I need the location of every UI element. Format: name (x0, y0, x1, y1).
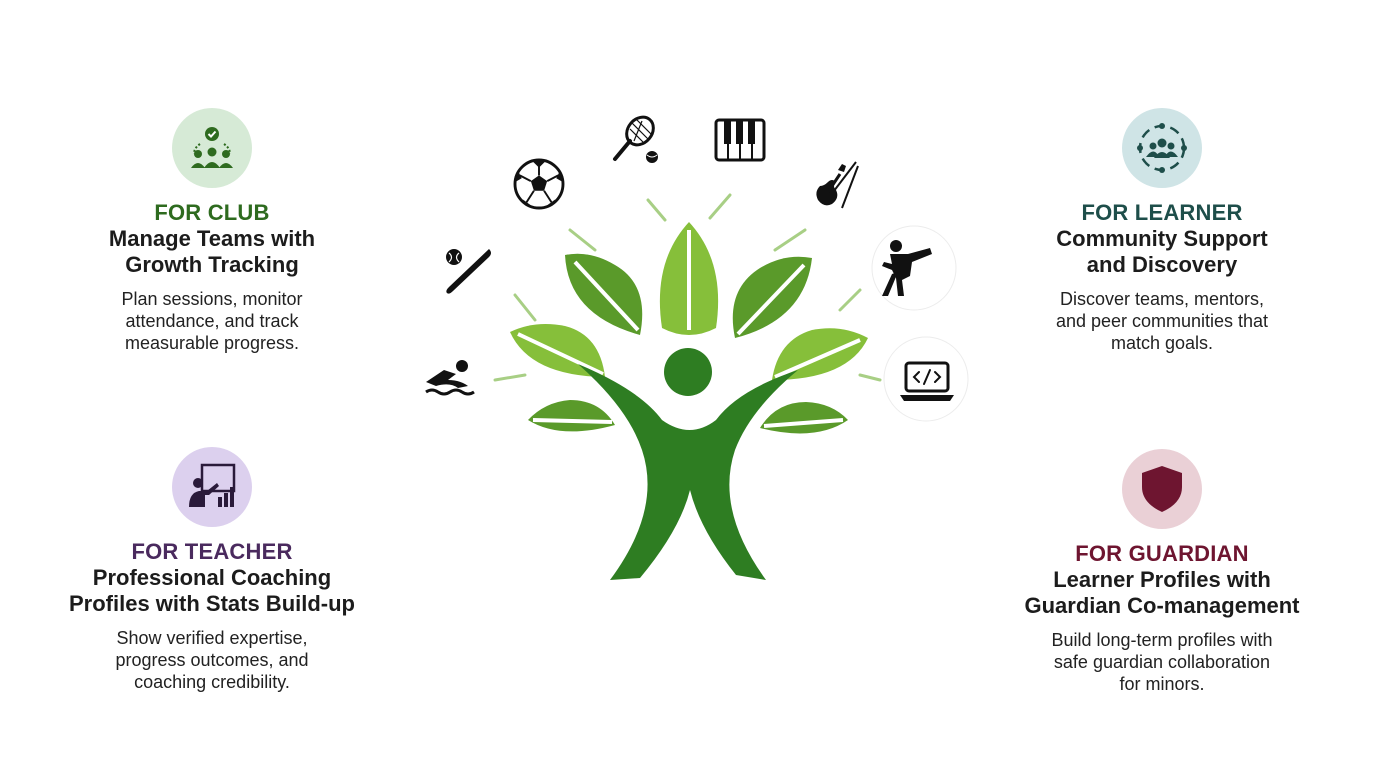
learner-card: FOR LEARNER Community Support and Discov… (1012, 108, 1312, 354)
leaves (510, 222, 868, 434)
teacher-desc-line-2: progress outcomes, and (115, 650, 309, 670)
learner-headline-line-1: Community Support (1056, 226, 1268, 251)
laptop-code-icon (883, 336, 969, 422)
guardian-headline-line-2: Guardian Co-management (1024, 593, 1300, 618)
guardian-desc-line-2: safe guardian collaboration (1053, 652, 1271, 672)
club-tag: FOR CLUB (154, 200, 270, 225)
guardian-desc-line-3: for minors. (1119, 674, 1205, 694)
learner-badge (1122, 108, 1202, 188)
teacher-desc-line-3: coaching credibility. (134, 672, 290, 692)
shield-icon (1142, 466, 1182, 512)
learner-tag: FOR LEARNER (1081, 200, 1243, 225)
guardian-card: FOR GUARDIAN Learner Profiles with Guard… (1012, 449, 1312, 695)
teacher-headline-line-1: Professional Coaching (92, 565, 332, 590)
learner-desc-line-1: Discover teams, mentors, (1059, 289, 1265, 309)
teacher-tag: FOR TEACHER (131, 539, 293, 564)
tennis-icon (613, 115, 658, 163)
teacher-desc-line-1: Show verified expertise, (116, 628, 308, 648)
swimming-icon (425, 360, 475, 396)
baseball-icon (446, 249, 491, 294)
guardian-desc-line-1: Build long-term profiles with (1051, 630, 1273, 650)
club-card: FOR CLUB Manage Teams with Growth Tracki… (62, 108, 362, 354)
person-head (664, 348, 712, 396)
team-check-icon (191, 127, 233, 168)
learner-headline-line-2: and Discovery (1086, 252, 1238, 277)
violin-icon (816, 161, 859, 209)
club-desc-line-2: attendance, and track (125, 311, 299, 331)
club-desc-line-1: Plan sessions, monitor (121, 289, 303, 309)
community-icon (1137, 123, 1187, 173)
teacher-card: FOR TEACHER Professional Coaching Profil… (62, 447, 362, 693)
leaf-lower-right (760, 402, 848, 434)
leaf-lower-left (528, 400, 615, 432)
learner-desc-line-3: match goals. (1110, 333, 1214, 353)
person-body (578, 364, 798, 580)
guardian-tag: FOR GUARDIAN (1075, 541, 1249, 566)
guardian-badge (1122, 449, 1202, 529)
guardian-headline-line-1: Learner Profiles with (1053, 567, 1271, 592)
club-desc-line-3: measurable progress. (124, 333, 300, 353)
tree-person-illustration (425, 115, 969, 580)
connector-lines (493, 193, 882, 382)
learner-desc-line-2: and peer communities that (1055, 311, 1269, 331)
teacher-badge (172, 447, 252, 527)
club-badge (172, 108, 252, 188)
person-trunk (578, 348, 798, 580)
club-headline-line-1: Manage Teams with (108, 226, 316, 251)
piano-icon (714, 118, 766, 162)
soccer-ball-icon (513, 158, 565, 210)
club-headline-line-2: Growth Tracking (125, 252, 299, 277)
karate-icon (871, 225, 957, 311)
presenter-chart-icon (189, 463, 236, 507)
teacher-headline-line-2: Profiles with Stats Build-up (68, 591, 355, 616)
